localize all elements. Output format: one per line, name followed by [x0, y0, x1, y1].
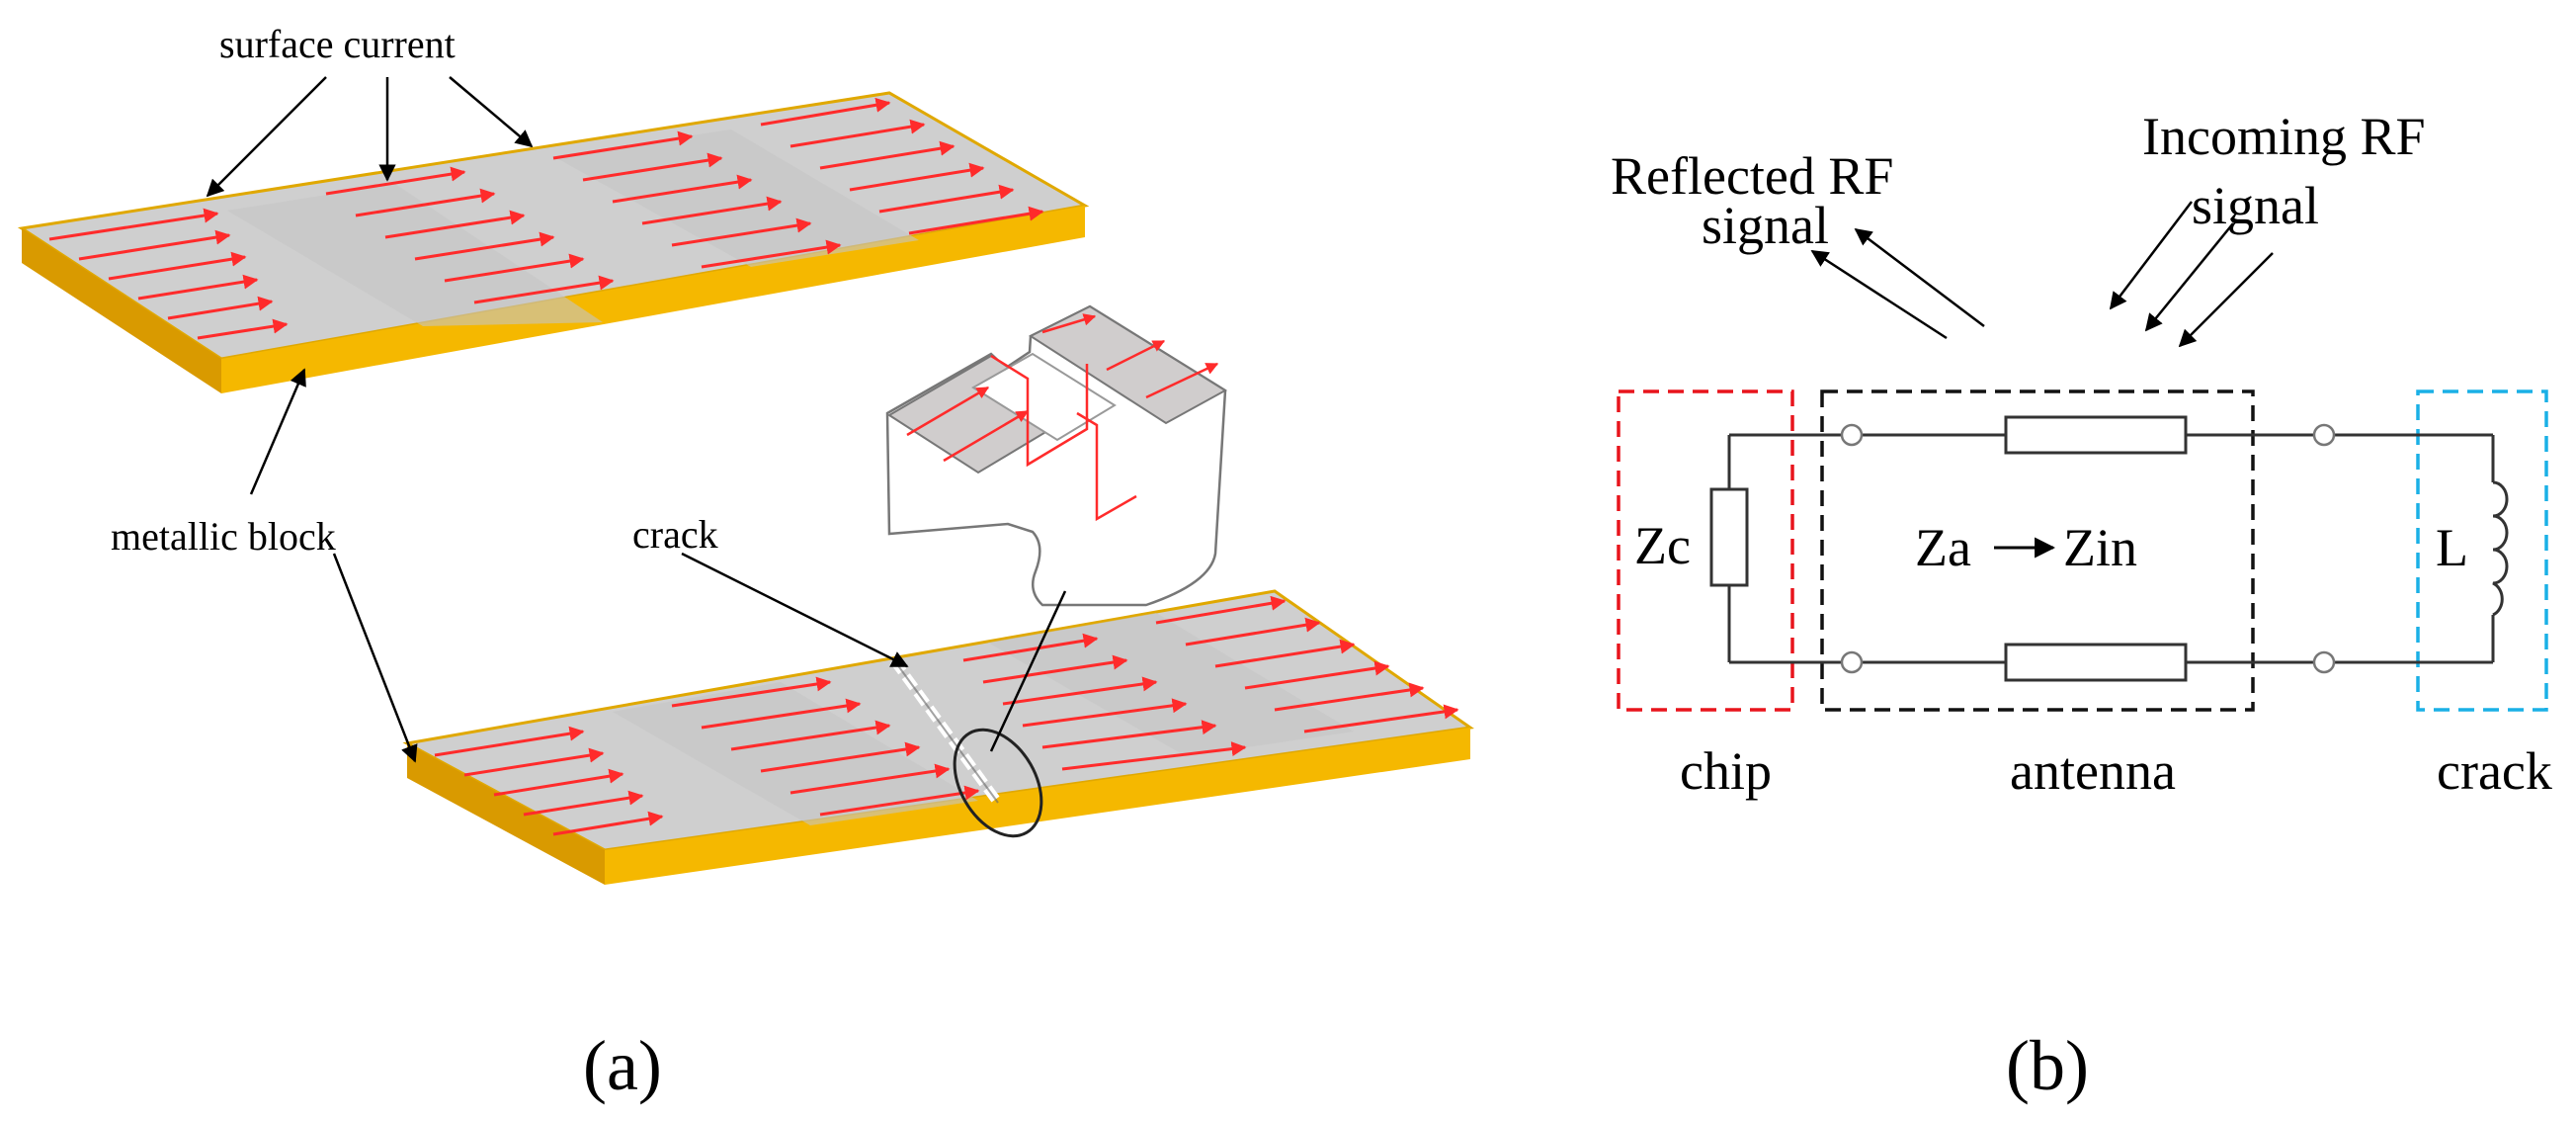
- caption-a: (a): [583, 1026, 662, 1105]
- input-impedance-label: Zin: [2063, 518, 2137, 577]
- block-bottom-left-side: [407, 743, 605, 885]
- leader-metallic-block-1: [249, 368, 306, 495]
- inset-groove-floor: [971, 352, 1117, 442]
- metallic-block-bottom: [402, 589, 1474, 885]
- incoming-rf-line2: signal: [2192, 176, 2319, 235]
- chip-box: [1617, 389, 1794, 712]
- inset-top-face-right: [1028, 304, 1227, 425]
- inset-crack-current: [990, 354, 1089, 468]
- leader-lines-a: [206, 76, 909, 763]
- incoming-rf-line1: Incoming RF: [2142, 107, 2426, 166]
- panel-a: surface current metallic block crack (a): [17, 22, 1474, 1105]
- circuit-wires: [1727, 433, 2495, 664]
- incoming-rf-arrows: [2109, 201, 2274, 348]
- circuit-terminals: [1840, 423, 2336, 674]
- reflected-rf-arrows: [1810, 227, 1985, 340]
- crack-zoom-circle: [953, 728, 1043, 838]
- reflected-rf-line1: Reflected RF: [1611, 146, 1893, 206]
- leader-metallic-block-2: [332, 553, 418, 763]
- antenna-box: [1820, 389, 2255, 712]
- inset-current-arrows: [906, 313, 1219, 463]
- chip-impedance-resistor: [1709, 487, 1749, 587]
- inset-crack-current-2: [1076, 411, 1137, 522]
- label-antenna: antenna: [2010, 741, 2176, 801]
- block-top-band-1: [227, 184, 603, 326]
- antenna-resistor-bottom: [2004, 643, 2188, 682]
- block-top-front-side: [221, 206, 1085, 393]
- block-top-left-side: [22, 228, 221, 393]
- leader-surface-current-1: [206, 76, 327, 198]
- surface-current-arrows-bottom: [434, 595, 1459, 836]
- leader-surface-current-3: [449, 76, 534, 148]
- antenna-impedance-label: Za: [1915, 518, 1971, 577]
- crack-inductor: [2492, 480, 2509, 617]
- label-crack-b: crack: [2437, 741, 2552, 801]
- caption-b: (b): [2006, 1026, 2089, 1105]
- label-crack-a: crack: [632, 512, 718, 557]
- crack-box: [2416, 389, 2548, 712]
- label-chip: chip: [1680, 741, 1772, 801]
- block-bottom-front-side: [605, 728, 1470, 885]
- label-metallic-block: metallic block: [111, 514, 336, 559]
- metallic-block-top: [17, 91, 1090, 393]
- label-surface-current: surface current: [219, 22, 456, 66]
- crack-zoom-inset: [885, 304, 1227, 752]
- reflected-rf-line2: signal: [1702, 196, 1829, 255]
- crack-outline: [893, 659, 999, 804]
- antenna-resistor-top: [2004, 415, 2188, 455]
- block-bottom-band-2: [988, 613, 1354, 756]
- block-top-band-2: [553, 129, 919, 267]
- chip-impedance-label: Zc: [1634, 516, 1691, 575]
- inset-pointer-line: [989, 590, 1067, 752]
- panel-b: Reflected RF signal Incoming RF signal: [1611, 107, 2552, 1105]
- leader-crack: [681, 552, 909, 668]
- crack-inductance-label: L: [2436, 518, 2468, 577]
- surface-current-arrows-top: [48, 97, 1044, 340]
- block-bottom-band-1: [613, 682, 978, 825]
